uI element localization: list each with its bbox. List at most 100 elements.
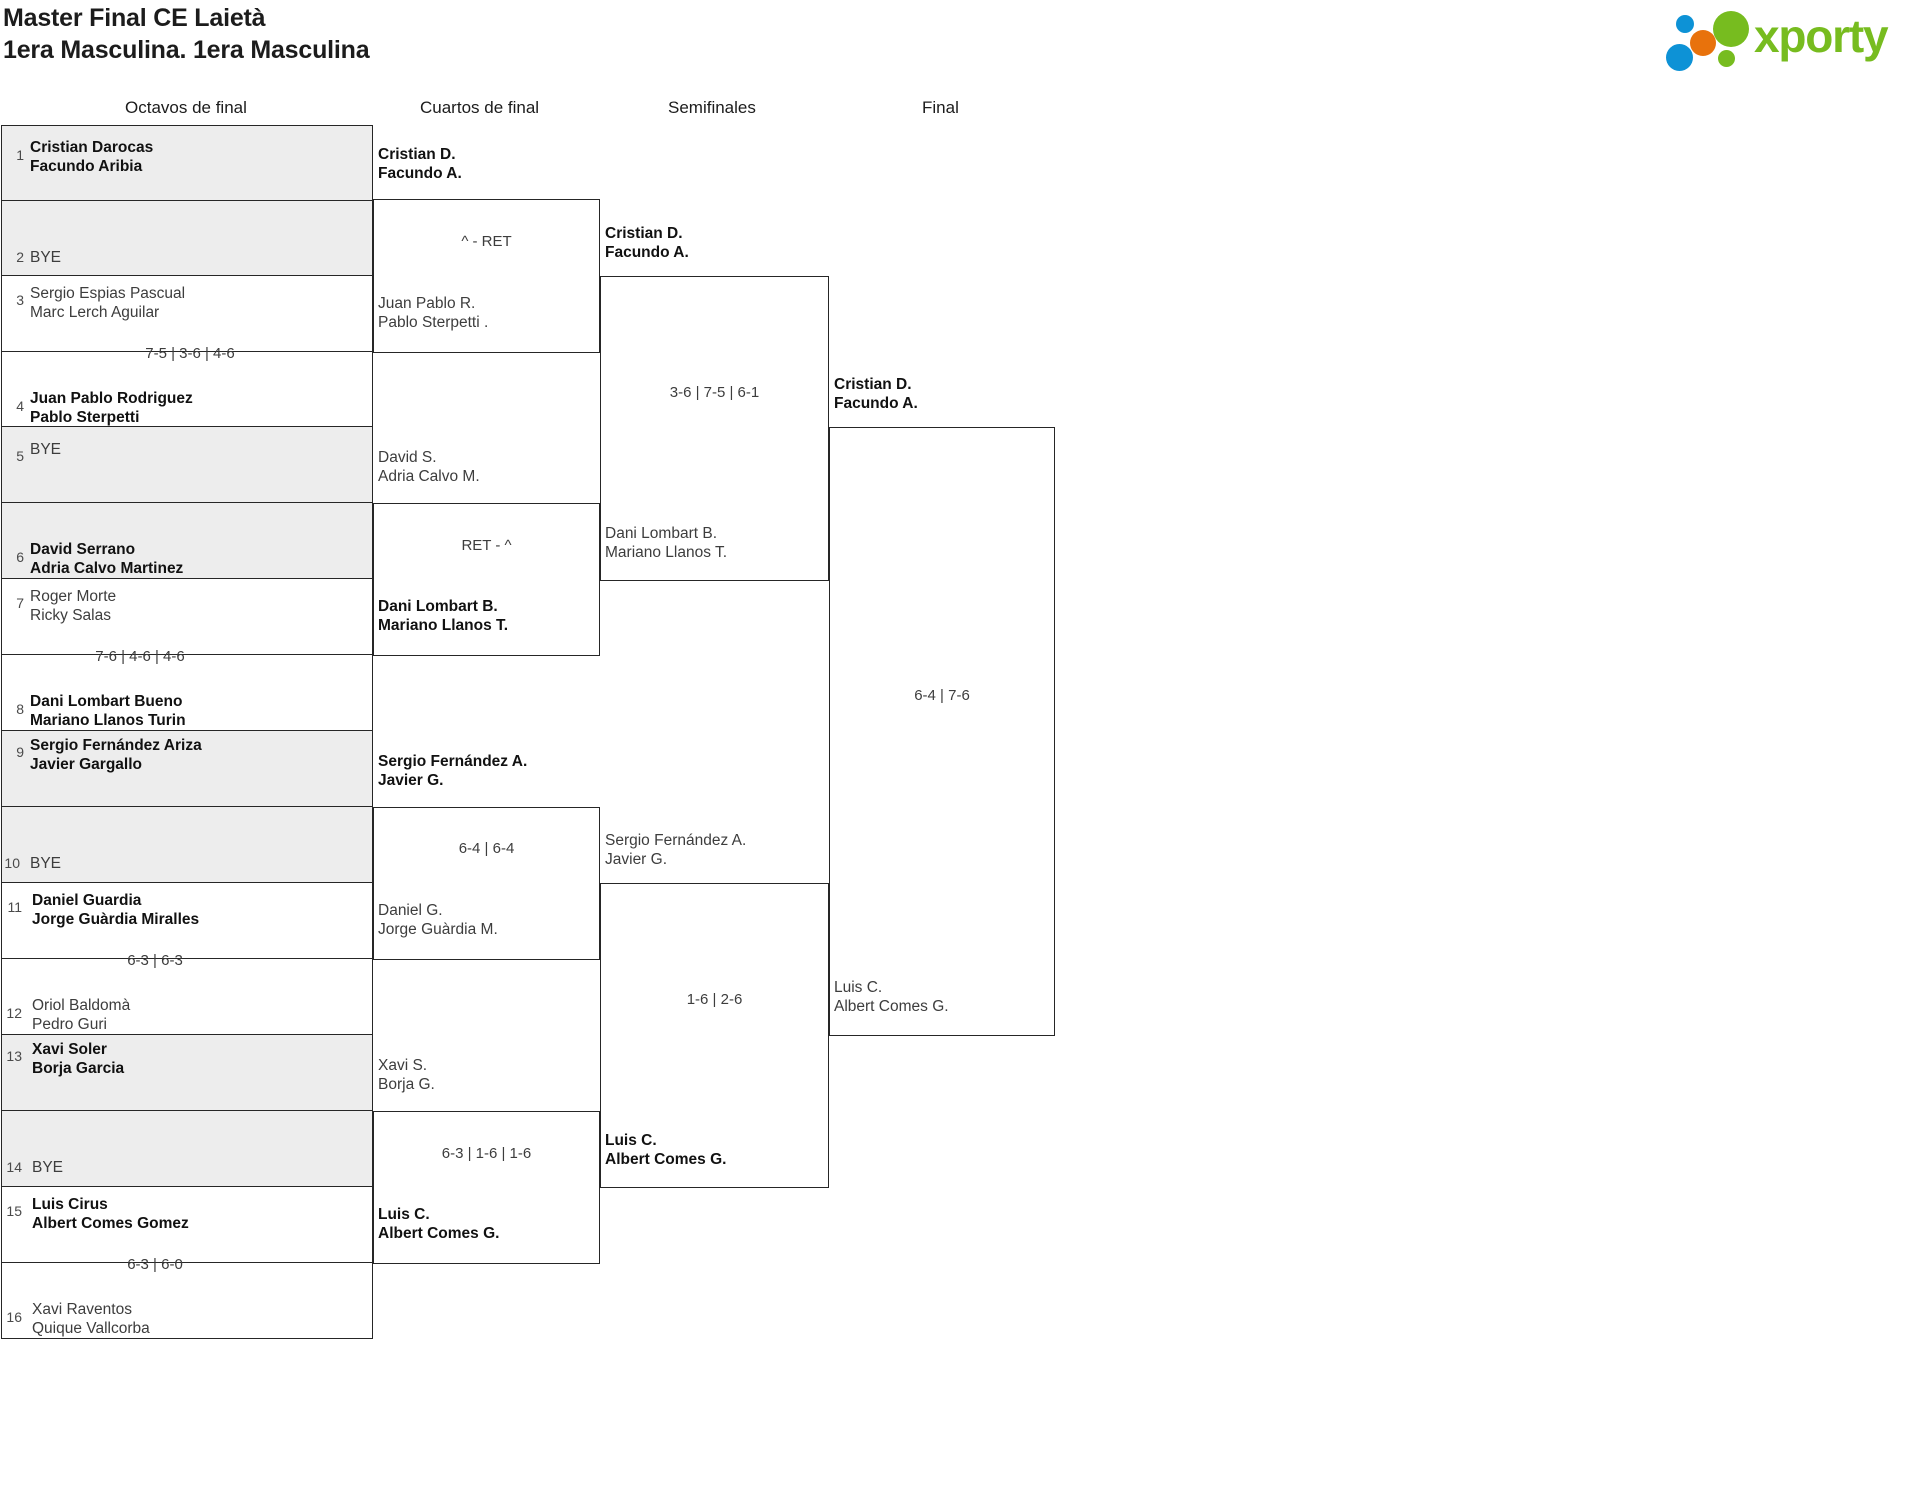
quarterfinal-score-2: RET - ^ (461, 537, 512, 554)
bracket-slot-1[interactable]: 1 Cristian Darocas Facundo Aribia (1, 125, 373, 201)
seed-number: 16 (6, 1309, 22, 1325)
qf4-loser-line2: Borja G. (378, 1076, 435, 1093)
player-name-line1: Luis Cirus (32, 1196, 108, 1213)
round-header-final: Final (922, 98, 959, 117)
bracket-slot-6[interactable]: 6 David Serrano Adria Calvo Martinez (1, 503, 373, 579)
quarterfinal-match-1[interactable] (373, 199, 600, 353)
quarterfinal-match-2[interactable] (373, 503, 600, 656)
player-name-line2: Jorge Guàrdia Miralles (32, 911, 200, 928)
player-name-line1: Sergio Espias Pascual (30, 285, 186, 302)
player-name-line1: BYE (32, 1159, 64, 1176)
sf2-loser-line1: Sergio Fernández A. (605, 832, 747, 849)
qf2-winner-line1: Dani Lombart B. (378, 598, 498, 615)
final-loser-line1: Luis C. (834, 979, 883, 996)
player-name-line1: Juan Pablo Rodriguez (30, 390, 193, 407)
bracket-slot-14[interactable]: 14 BYE (1, 1111, 373, 1187)
player-name-line1: Oriol Baldomà (32, 997, 131, 1014)
sf1-winner-line1: Cristian D. (605, 225, 683, 242)
semifinal-match-2[interactable] (600, 883, 829, 1188)
sf1-loser-line2: Mariano Llanos T. (605, 544, 728, 561)
sf1-winner-line2: Facundo A. (605, 244, 689, 261)
player-name-line1: Daniel Guardia (32, 892, 142, 909)
qf2-loser-line1: David S. (378, 449, 437, 466)
logo-dot-blue-large-icon (1666, 44, 1693, 71)
player-name-line2: Javier Gargallo (30, 756, 143, 773)
seed-number: 13 (6, 1048, 22, 1064)
round-header-octavos: Octavos de final (125, 98, 247, 117)
bracket-slot-9[interactable]: 9 Sergio Fernández Ariza Javier Gargallo (1, 731, 373, 807)
quarterfinal-score-3: 6-4 | 6-4 (458, 840, 515, 857)
quarterfinal-match-4[interactable] (373, 1111, 600, 1264)
semifinal-match-1[interactable] (600, 276, 829, 581)
bracket-slot-7[interactable]: 7 Roger Morte Ricky Salas (1, 579, 373, 655)
player-name-line2: Albert Comes Gomez (32, 1215, 189, 1232)
seed-number: 2 (16, 249, 24, 265)
seed-number: 3 (16, 292, 24, 308)
qf3-loser-line1: Daniel G. (378, 902, 443, 919)
match-score-r1-m4: 7-6 | 4-6 | 4-6 (95, 648, 185, 665)
final-score: 6-4 | 7-6 (914, 687, 970, 704)
page-header: Master Final CE Laietà 1era Masculina. 1… (0, 0, 1920, 82)
bracket-slot-10[interactable]: 10 BYE (1, 807, 373, 883)
seed-number: 4 (16, 398, 24, 414)
page-subtitle: 1era Masculina. 1era Masculina (3, 36, 370, 64)
qf1-winner-line2: Facundo A. (378, 165, 462, 182)
final-loser-line2: Albert Comes G. (834, 998, 949, 1015)
player-name-line1: BYE (30, 249, 62, 266)
player-name-line1: Xavi Soler (32, 1041, 107, 1058)
qf1-loser-line2: Pablo Sterpetti . (378, 314, 489, 331)
xporty-logo[interactable]: xporty (1662, 6, 1912, 71)
bracket-slot-4[interactable]: 4 Juan Pablo Rodriguez Pablo Sterpetti (1, 352, 373, 427)
qf2-loser-line2: Adria Calvo M. (378, 468, 480, 485)
player-name-line1: Roger Morte (30, 588, 117, 605)
player-name-line1: BYE (30, 441, 62, 458)
sf2-loser-line2: Javier G. (605, 851, 668, 868)
quarterfinal-match-3[interactable] (373, 807, 600, 960)
match-score-r1-m2: 7-5 | 3-6 | 4-6 (145, 345, 235, 362)
bracket-slot-11[interactable]: 11 Daniel Guardia Jorge Guàrdia Miralles (1, 883, 373, 959)
match-score-r1-m8: 6-3 | 6-0 (127, 1256, 183, 1273)
logo-dot-green-large-icon (1713, 11, 1749, 47)
qf4-winner-line2: Albert Comes G. (378, 1225, 500, 1242)
seed-number: 7 (16, 595, 24, 611)
qf4-loser-line1: Xavi S. (378, 1057, 428, 1074)
sf2-winner-line2: Albert Comes G. (605, 1151, 727, 1168)
semifinal-score-1: 3-6 | 7-5 | 6-1 (669, 384, 760, 401)
player-name-line2: Quique Vallcorba (32, 1320, 150, 1337)
bracket-slot-2[interactable]: 2 BYE (1, 201, 373, 276)
player-name-line1: David Serrano (30, 541, 136, 558)
player-name-line2: Adria Calvo Martinez (30, 560, 184, 577)
bracket-slot-3[interactable]: 3 Sergio Espias Pascual Marc Lerch Aguil… (1, 276, 373, 352)
quarterfinal-score-4: 6-3 | 1-6 | 1-6 (441, 1145, 532, 1162)
player-name-line2: Ricky Salas (30, 607, 111, 624)
final-winner-line2: Facundo A. (834, 395, 918, 412)
bracket-slot-5[interactable]: 5 BYE (1, 427, 373, 503)
logo-dot-orange-icon (1690, 30, 1716, 56)
logo-wordmark: xporty (1754, 10, 1889, 62)
player-name-line2: Pedro Guri (32, 1016, 107, 1033)
player-name-line1: Dani Lombart Bueno (30, 693, 183, 710)
bracket-slot-13[interactable]: 13 Xavi Soler Borja Garcia (1, 1035, 373, 1111)
seed-number: 1 (16, 147, 24, 163)
match-score-r1-m6: 6-3 | 6-3 (127, 952, 183, 969)
sf1-loser-line1: Dani Lombart B. (605, 525, 717, 542)
page-title: Master Final CE Laietà (3, 4, 266, 32)
player-name-line2: Borja Garcia (32, 1060, 125, 1077)
seed-number: 11 (7, 899, 22, 915)
player-name-line1: Cristian Darocas (30, 139, 154, 156)
round-header-cuartos: Cuartos de final (420, 98, 540, 117)
player-name-line1: Sergio Fernández Ariza (30, 737, 202, 754)
qf4-winner-line1: Luis C. (378, 1206, 430, 1223)
bracket-slot-12[interactable]: 12 Oriol Baldomà Pedro Guri (1, 959, 373, 1035)
seed-number: 5 (16, 448, 24, 464)
bracket-slot-8[interactable]: 8 Dani Lombart Bueno Mariano Llanos Turi… (1, 655, 373, 731)
player-name-line1: BYE (30, 855, 62, 872)
final-match[interactable] (829, 427, 1055, 1036)
bracket-slot-16[interactable]: 16 Xavi Raventos Quique Vallcorba (1, 1263, 373, 1339)
logo-dot-blue-small-icon (1676, 15, 1694, 33)
sf2-winner-line1: Luis C. (605, 1132, 657, 1149)
bracket-slot-15[interactable]: 15 Luis Cirus Albert Comes Gomez (1, 1187, 373, 1263)
final-winner-line1: Cristian D. (834, 376, 912, 393)
seed-number: 10 (4, 855, 20, 871)
